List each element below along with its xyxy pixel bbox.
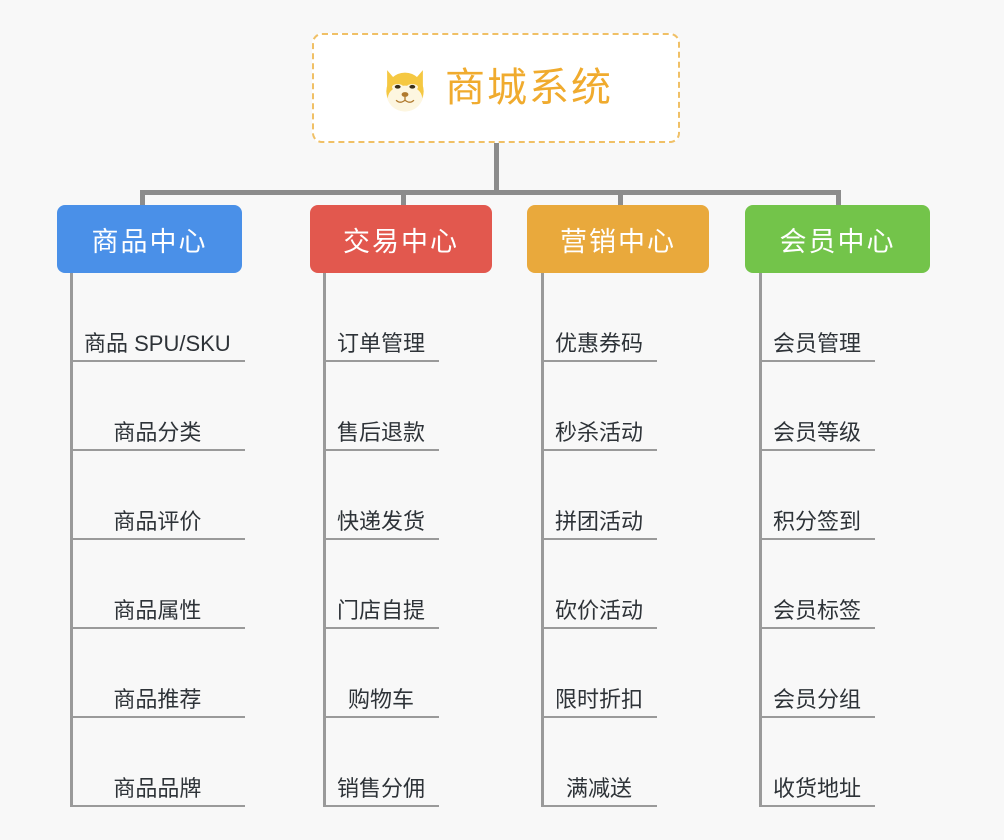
branch-spine	[759, 273, 762, 807]
list-item[interactable]: 限时折扣	[541, 629, 658, 718]
list-item[interactable]: 商品品牌	[70, 718, 245, 807]
list-item[interactable]: 商品评价	[70, 451, 245, 540]
list-item[interactable]: 拼团活动	[541, 451, 658, 540]
shiba-dog-icon	[379, 62, 431, 114]
list-item[interactable]: 门店自提	[323, 540, 440, 629]
connector-root-stem	[494, 143, 499, 193]
branch-items-trade: 订单管理 售后退款 快递发货 门店自提 购物车 销售分佣	[323, 273, 440, 807]
list-item[interactable]: 商品推荐	[70, 629, 245, 718]
list-item-label: 购物车	[348, 686, 415, 712]
list-item[interactable]: 商品分类	[70, 362, 245, 451]
list-item-label: 商品属性	[113, 597, 202, 623]
connector-drop-4	[836, 190, 841, 208]
list-item[interactable]: 满减送	[541, 718, 658, 807]
list-item-label: 会员管理	[773, 330, 862, 356]
list-item-label: 售后退款	[337, 419, 426, 445]
list-item[interactable]: 优惠券码	[541, 273, 658, 362]
list-item-label: 拼团活动	[555, 508, 644, 534]
list-item-label: 商品评价	[113, 508, 202, 534]
connector-drop-2	[401, 190, 406, 208]
list-item[interactable]: 订单管理	[323, 273, 440, 362]
branch-items-marketing: 优惠券码 秒杀活动 拼团活动 砍价活动 限时折扣 满减送	[541, 273, 658, 807]
list-item-label: 会员分组	[773, 686, 862, 712]
list-item-label: 订单管理	[337, 330, 426, 356]
list-item-label: 商品品牌	[113, 775, 202, 801]
list-item-label: 门店自提	[337, 597, 426, 623]
list-item-label: 砍价活动	[555, 597, 644, 623]
list-item[interactable]: 会员管理	[759, 273, 876, 362]
branch-spine	[323, 273, 326, 807]
list-item-label: 会员标签	[773, 597, 862, 623]
branch-items-product: 商品 SPU/SKU 商品分类 商品评价 商品属性 商品推荐 商品品牌	[70, 273, 245, 807]
list-item[interactable]: 销售分佣	[323, 718, 440, 807]
list-item[interactable]: 收货地址	[759, 718, 876, 807]
connector-bus-bar	[140, 190, 841, 195]
list-item[interactable]: 积分签到	[759, 451, 876, 540]
list-item[interactable]: 会员等级	[759, 362, 876, 451]
list-item[interactable]: 快递发货	[323, 451, 440, 540]
root-node-content: 商城系统	[379, 62, 613, 114]
list-item-label: 满减送	[566, 775, 633, 801]
list-item-label: 限时折扣	[555, 686, 644, 712]
branch-header-product[interactable]: 商品中心	[57, 205, 242, 273]
list-item-label: 快递发货	[337, 508, 426, 534]
list-item[interactable]: 秒杀活动	[541, 362, 658, 451]
list-item[interactable]: 售后退款	[323, 362, 440, 451]
list-item[interactable]: 购物车	[323, 629, 440, 718]
branch-spine	[541, 273, 544, 807]
connector-drop-1	[140, 190, 145, 208]
root-node[interactable]: 商城系统	[312, 33, 680, 143]
list-item[interactable]: 商品属性	[70, 540, 245, 629]
list-item-label: 秒杀活动	[555, 419, 644, 445]
root-title: 商城系统	[445, 66, 613, 110]
branch-header-marketing[interactable]: 营销中心	[527, 205, 709, 273]
list-item[interactable]: 商品 SPU/SKU	[70, 273, 245, 362]
list-item[interactable]: 会员分组	[759, 629, 876, 718]
branch-items-member: 会员管理 会员等级 积分签到 会员标签 会员分组 收货地址	[759, 273, 876, 807]
branch-header-member[interactable]: 会员中心	[745, 205, 930, 273]
list-item-label: 商品分类	[113, 419, 202, 445]
list-item-label: 积分签到	[773, 508, 862, 534]
list-item-label: 销售分佣	[337, 775, 426, 801]
branch-spine	[70, 273, 73, 807]
list-item-label: 优惠券码	[555, 330, 644, 356]
list-item-label: 商品 SPU/SKU	[84, 330, 231, 356]
list-item-label: 会员等级	[773, 419, 862, 445]
list-item[interactable]: 砍价活动	[541, 540, 658, 629]
list-item-label: 商品推荐	[113, 686, 202, 712]
branch-header-trade[interactable]: 交易中心	[310, 205, 492, 273]
list-item[interactable]: 会员标签	[759, 540, 876, 629]
connector-drop-3	[618, 190, 623, 208]
list-item-label: 收货地址	[773, 775, 862, 801]
